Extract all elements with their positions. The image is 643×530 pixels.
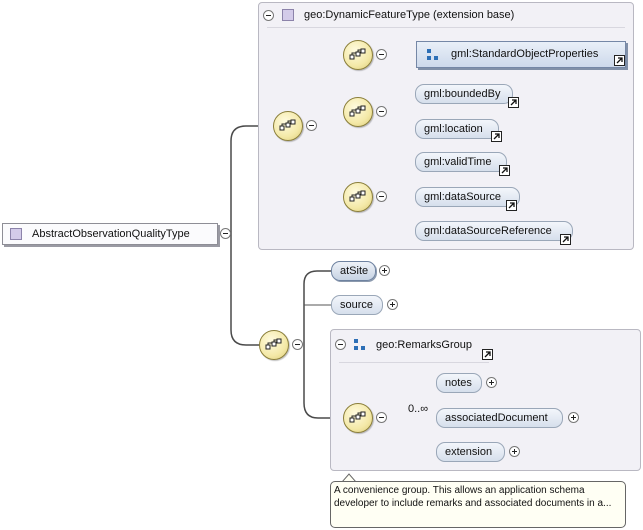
sequence-collapse-icon[interactable] [376, 49, 387, 60]
sequence-collapse-icon[interactable] [306, 120, 317, 131]
root-type-box[interactable]: AbstractObservationQualityType [2, 223, 218, 245]
element-label: associatedDocument [445, 412, 548, 424]
element-extension[interactable]: extension [436, 442, 505, 462]
sequence-compositor-icon[interactable] [343, 97, 373, 127]
extension-title-divider [267, 27, 625, 28]
root-type-label: AbstractObservationQualityType [32, 228, 190, 240]
complex-type-icon [10, 228, 22, 240]
sequence-compositor-icon[interactable] [343, 403, 373, 433]
reference-arrow-icon[interactable] [506, 200, 517, 211]
element-label: gml:validTime [424, 156, 492, 168]
remarks-title-divider [339, 362, 489, 363]
element-label: gml:location [424, 123, 483, 135]
tooltip-pointer [342, 473, 356, 482]
element-label: source [340, 299, 374, 311]
tooltip: A convenience group. This allows an appl… [330, 481, 626, 528]
cardinality-label: 0..∞ [408, 403, 429, 415]
reference-arrow-icon[interactable] [508, 97, 519, 108]
element-label: gml:dataSourceReference [424, 225, 552, 237]
sequence-collapse-icon[interactable] [376, 412, 387, 423]
remarks-collapse-icon[interactable] [335, 339, 346, 350]
reference-arrow-icon[interactable] [614, 55, 625, 66]
root-collapse-icon[interactable] [220, 228, 231, 239]
tooltip-text: A convenience group. This allows an appl… [334, 485, 612, 509]
expand-extension-icon[interactable] [509, 446, 520, 457]
element-data-source[interactable]: gml:dataSource [415, 187, 520, 211]
expand-associated-document-icon[interactable] [568, 412, 579, 423]
element-label: gml:boundedBy [424, 88, 501, 100]
element-label: extension [445, 446, 493, 458]
element-at-site[interactable]: atSite [331, 261, 376, 281]
extension-collapse-icon[interactable] [263, 10, 274, 21]
extension-box-title: geo:DynamicFeatureType (extension base) [304, 9, 515, 21]
complex-type-icon [282, 9, 294, 21]
element-location[interactable]: gml:location [415, 119, 502, 142]
sequence-compositor-icon[interactable] [343, 40, 373, 70]
element-source[interactable]: source [331, 295, 383, 315]
element-associated-document[interactable]: associatedDocument [436, 408, 563, 428]
group-icon [354, 339, 365, 350]
element-bounded-by[interactable]: gml:boundedBy [415, 84, 519, 108]
reference-arrow-icon[interactable] [560, 234, 571, 245]
element-label: gml:dataSource [424, 191, 502, 203]
group-icon [427, 49, 438, 60]
reference-arrow-icon[interactable] [491, 131, 502, 142]
reference-arrow-icon[interactable] [482, 349, 493, 360]
standard-object-properties-group[interactable]: gml:StandardObjectProperties [416, 41, 626, 68]
sequence-compositor-icon[interactable] [273, 111, 303, 141]
sequence-compositor-icon[interactable] [343, 182, 373, 212]
expand-source-icon[interactable] [387, 299, 398, 310]
std-ref-label: gml:StandardObjectProperties [451, 48, 599, 60]
reference-arrow-icon[interactable] [499, 165, 510, 176]
remarks-group-title: geo:RemarksGroup [376, 339, 472, 351]
expand-at-site-icon[interactable] [379, 265, 390, 276]
sequence-collapse-icon[interactable] [376, 106, 387, 117]
sequence-compositor-icon[interactable] [259, 330, 289, 360]
element-data-source-reference[interactable]: gml:dataSourceReference [415, 221, 573, 245]
expand-notes-icon[interactable] [486, 377, 497, 388]
element-notes[interactable]: notes [436, 373, 482, 393]
element-label: atSite [340, 265, 369, 277]
element-label: notes [445, 377, 472, 389]
sequence-collapse-icon[interactable] [292, 339, 303, 350]
sequence-collapse-icon[interactable] [376, 191, 387, 202]
element-valid-time[interactable]: gml:validTime [415, 152, 510, 176]
